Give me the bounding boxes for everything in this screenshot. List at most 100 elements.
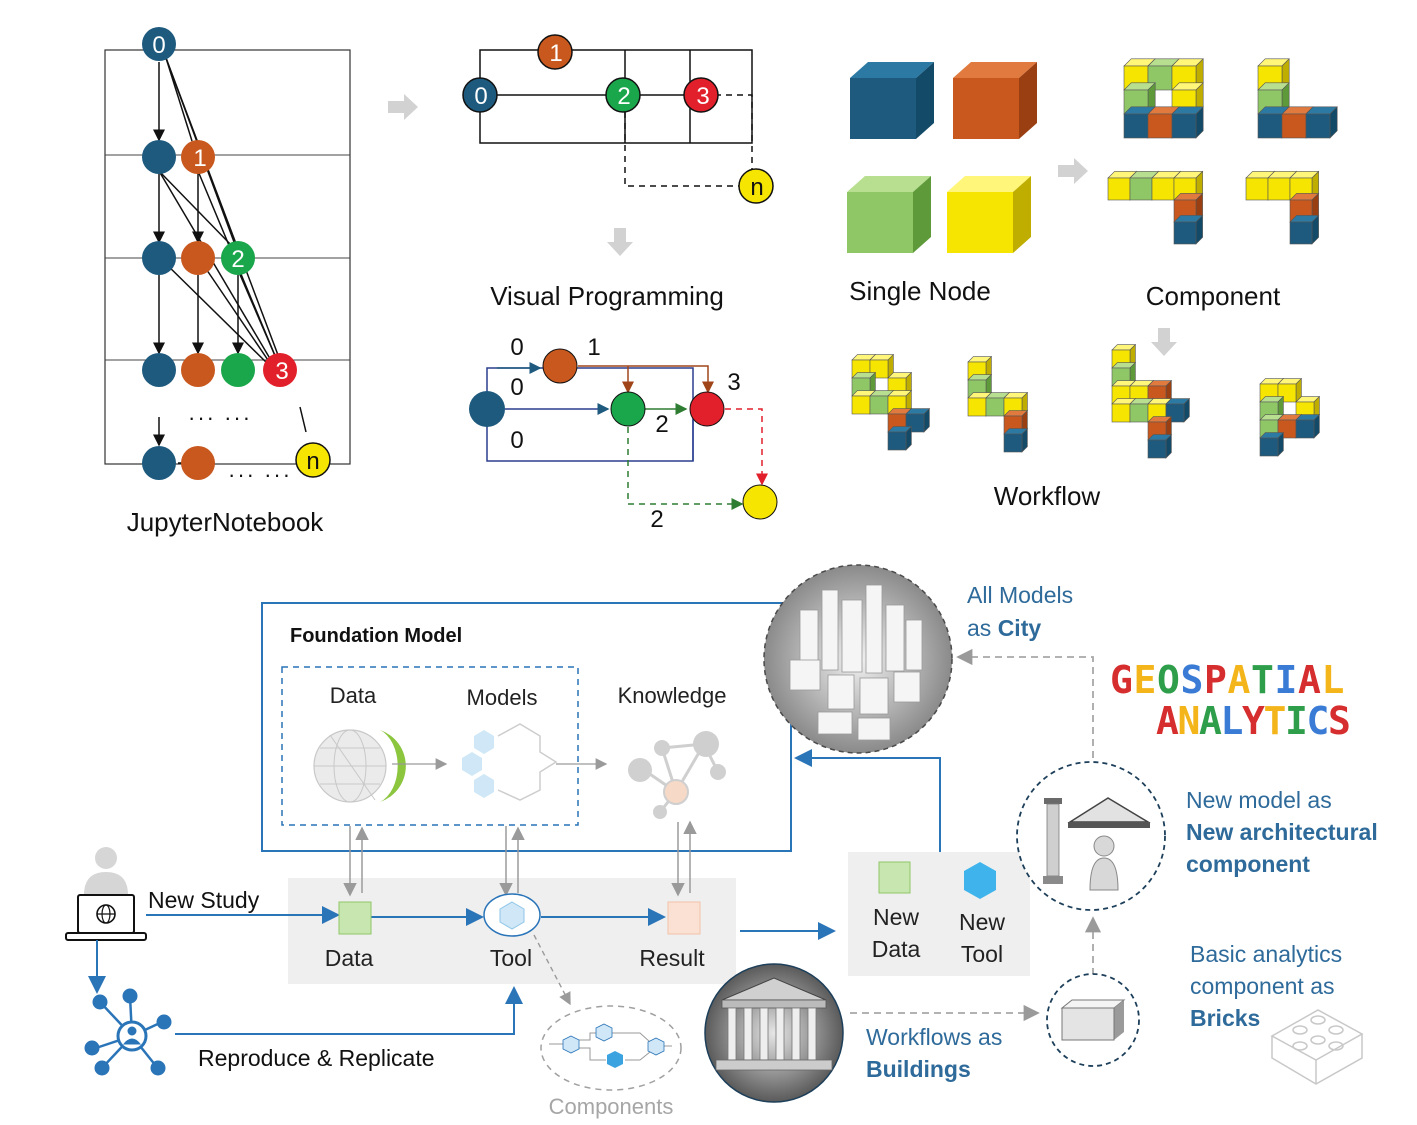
network-people-icon xyxy=(84,988,172,1076)
component-caption: Component xyxy=(1146,281,1281,311)
new-tool-label-line2: Tool xyxy=(961,941,1003,967)
vp-graph-top xyxy=(462,34,774,204)
logo-letter: G xyxy=(1110,658,1133,702)
arch-caption-line3: component xyxy=(1186,851,1310,877)
buildings-image xyxy=(704,963,844,1103)
bricks-caption-line2: component as xyxy=(1190,973,1334,999)
foundation-exchange-arrows xyxy=(343,820,697,897)
logo-letter: N xyxy=(1178,699,1201,743)
lego-component-block xyxy=(1147,113,1173,139)
arch-caption-line1: New model as xyxy=(1186,787,1332,813)
logo-letter: O xyxy=(1157,658,1180,702)
logo-letter: C xyxy=(1307,699,1330,743)
lego-brick-outline-icon xyxy=(1270,1009,1364,1085)
vp-edge-label-1: 1 xyxy=(587,334,600,361)
jupyter-node-n-label: n xyxy=(306,448,319,475)
single-node-cubes xyxy=(847,62,1037,253)
pipeline-result-label: Result xyxy=(639,945,705,971)
lego-workflow-block xyxy=(1129,403,1149,423)
lego-component-block xyxy=(1173,221,1197,245)
city-image xyxy=(763,564,953,754)
new-data-tool-box xyxy=(848,852,1030,976)
logo-letter: T xyxy=(1264,699,1287,743)
city-caption-line2: as City xyxy=(967,615,1041,641)
logo-letter: S xyxy=(1181,658,1204,702)
logo-letter: I xyxy=(1285,699,1308,743)
pipeline-data-label: Data xyxy=(325,945,374,971)
pipeline-tool-label: Tool xyxy=(490,945,532,971)
pipeline-tool-hexagon-icon xyxy=(499,901,525,930)
logo-letter: A xyxy=(1199,699,1222,743)
vp-edge-label-0b: 0 xyxy=(510,374,523,401)
pipeline-data-node xyxy=(338,901,372,935)
vp-node-2-label: 2 xyxy=(617,83,630,110)
component-shapes xyxy=(1107,58,1338,245)
component-arrow-down-icon xyxy=(1151,328,1177,356)
pipeline-result-node xyxy=(667,901,701,935)
lego-workflow-block xyxy=(967,397,987,417)
bricks-caption-line3: Bricks xyxy=(1190,1005,1260,1031)
new-data-label-line1: New xyxy=(873,904,919,930)
logo-letter: A xyxy=(1298,658,1321,702)
jupyter-node-row-3: 3 xyxy=(142,353,297,387)
buildings-caption-line1: Workflows as xyxy=(866,1024,1002,1050)
new-study-label: New Study xyxy=(148,887,260,913)
lego-workflow-block xyxy=(1147,439,1167,459)
reproduce-replicate-label: Reproduce & Replicate xyxy=(198,1045,435,1071)
lego-component-block xyxy=(1245,177,1269,201)
lego-component-block xyxy=(1289,221,1313,245)
lego-component-block xyxy=(1123,113,1149,139)
new-tool-hexagon-icon xyxy=(964,862,996,899)
vp-graph-colored xyxy=(469,348,778,520)
new-data-label-line2: Data xyxy=(872,936,921,962)
bricks-caption-line1: Basic analytics xyxy=(1190,941,1342,967)
lego-workflow-block xyxy=(1259,437,1279,457)
jupyter-node-row-0: 0 xyxy=(142,27,176,61)
components-mini-workflow xyxy=(540,1005,682,1091)
logo-letter: S xyxy=(1328,699,1351,743)
vp-edge-label-0a: 0 xyxy=(510,334,523,361)
components-label: Components xyxy=(549,1094,674,1119)
jupyter-node-row-1: 1 xyxy=(142,140,215,174)
jupyter-node-2-label: 2 xyxy=(231,246,244,273)
new-tool-label-line1: New xyxy=(959,909,1005,935)
lego-component-block xyxy=(1267,177,1291,201)
jupyter-caption: JupyterNotebook xyxy=(127,507,325,537)
lego-component-block xyxy=(1305,113,1331,139)
jupyter-node-1-label: 1 xyxy=(193,145,206,172)
lego-workflow-block xyxy=(869,395,889,415)
vp-node-3-label: 3 xyxy=(696,83,709,110)
arch-caption-line2: New architectural xyxy=(1186,819,1378,845)
visual-programming-caption: Visual Programming xyxy=(490,281,724,311)
logo-letter: Y xyxy=(1242,699,1265,743)
workflow-caption: Workflow xyxy=(994,481,1101,511)
globe-icon xyxy=(313,729,406,803)
foundation-data-label: Data xyxy=(330,683,377,708)
vp-edge-label-2b: 2 xyxy=(650,506,663,533)
models-hexagon-icon xyxy=(462,723,558,801)
lego-component-block xyxy=(1281,113,1307,139)
logo-letter: A xyxy=(1228,658,1251,702)
workflow-shapes xyxy=(851,343,1321,459)
logo-letter: I xyxy=(1275,658,1298,702)
jupyter-dots-upper: ··· ··· xyxy=(188,405,252,430)
city-caption-bold: City xyxy=(998,615,1042,641)
knowledge-graph-icon xyxy=(628,731,726,819)
city-caption-prefix: as xyxy=(967,615,998,641)
lego-workflow-block xyxy=(1003,433,1023,453)
user-laptop-icon xyxy=(65,847,147,941)
foundation-model-panel xyxy=(261,602,792,852)
lego-workflow-block xyxy=(1295,419,1315,439)
logo-letter: A xyxy=(1156,699,1179,743)
lego-workflow-block xyxy=(985,397,1005,417)
vp-node-n-label: n xyxy=(750,174,763,201)
logo-letter: L xyxy=(1221,699,1244,743)
lego-arrow-right-icon xyxy=(1058,158,1088,184)
foundation-knowledge-label: Knowledge xyxy=(618,683,727,708)
logo-letter: T xyxy=(1251,658,1274,702)
architectural-component-image xyxy=(1016,761,1166,911)
lego-component-block xyxy=(1129,177,1153,201)
flow-arrow-right-icon xyxy=(388,94,418,120)
